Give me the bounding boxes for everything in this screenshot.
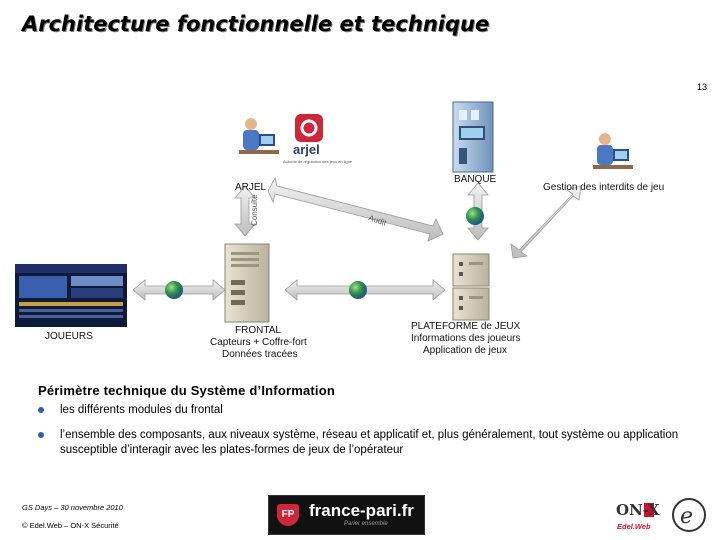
banque-label: BANQUE [454, 174, 497, 185]
joueurs-label: JOUEURS [45, 331, 93, 342]
footer-copyright: © Edel.Web – ON-X Sécurité [22, 521, 119, 530]
plateforme-sub2: Application de jeux [423, 345, 507, 356]
footer-event: GS Days – 30 novembre 2010 [22, 503, 123, 512]
edelweb-e-logo-icon: e [672, 498, 706, 532]
france-pari-text: france-pari.fr [309, 501, 414, 520]
architecture-diagram: arjel Autorité de régulation des jeux en… [13, 98, 672, 361]
edelweb-logo-text: Edel.Web [617, 522, 651, 531]
onx-logo-mark-icon [644, 503, 654, 517]
plateforme-servers-icon [452, 253, 490, 321]
list-item-text: l’ensemble des composants, aux niveaux s… [60, 429, 679, 456]
diagram-drawing: arjel Autorité de régulation des jeux en… [15, 101, 633, 327]
frontal-sub1: Capteurs + Coffre-fort [210, 337, 307, 348]
page-number: 13 [696, 82, 707, 92]
france-pari-logo: FP france-pari.fr Parier ensemble [268, 495, 425, 535]
slide-title: Architecture fonctionnelle et technique [22, 12, 490, 36]
onx-logo-text: ON-X [616, 501, 660, 519]
arjel-logo-text: arjel [293, 142, 320, 157]
frontal-sub2: Données tracées [222, 349, 298, 360]
arjel-operator-icon [239, 118, 279, 154]
list-item-text: les différents modules du frontal [60, 404, 223, 416]
svg-text:e: e [680, 504, 693, 529]
section-title: Périmètre technique du Système d’Informa… [38, 383, 336, 398]
joueurs-website-screenshot [15, 264, 127, 327]
bullet-list: les différents modules du frontal l’ense… [36, 403, 696, 468]
arjel-logo: arjel Autorité de régulation des jeux en… [283, 114, 353, 164]
interdits-operator-icon [593, 133, 633, 169]
frontal-server-icon [224, 243, 270, 323]
france-pari-tagline: Parier ensemble [344, 521, 388, 527]
arjel-logo-sub: Autorité de régulation des jeux en ligne [283, 159, 353, 164]
consulte-label: Consulte [250, 194, 259, 226]
frontal-label: FRONTAL [235, 325, 281, 336]
bullet-dot-icon [38, 432, 44, 438]
plateforme-label: PLATEFORME de JEUX [411, 321, 521, 332]
bullet-dot-icon [38, 407, 44, 413]
onx-logo: ON-X [612, 497, 660, 523]
bank-building-icon [452, 101, 494, 173]
interdits-label: Gestion des interdits de jeu [543, 182, 665, 193]
internet-globe-icon [165, 207, 484, 299]
list-item: les différents modules du frontal [36, 403, 696, 418]
list-item: l’ensemble des composants, aux niveaux s… [36, 428, 696, 458]
france-pari-badge-icon: FP [277, 504, 299, 526]
plateforme-sub1: Informations des joueurs [411, 333, 521, 344]
arjel-label: ARJEL [235, 182, 267, 193]
